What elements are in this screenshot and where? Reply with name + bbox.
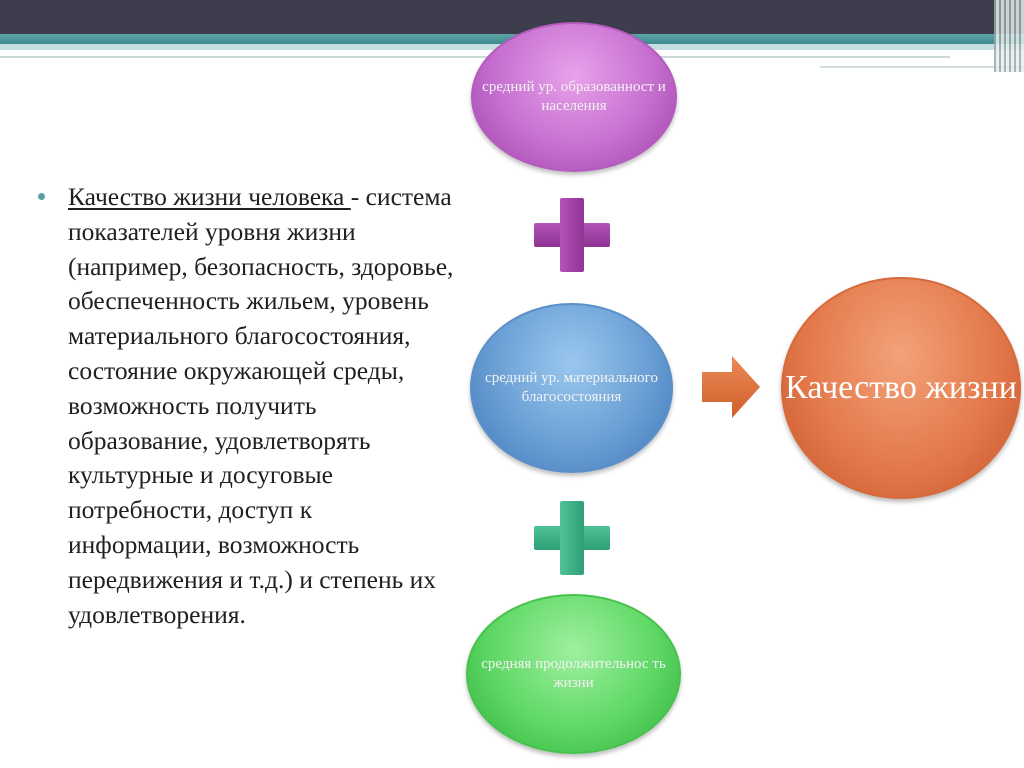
circle-education-label: средний ур. образованност и населения — [482, 79, 666, 114]
bullet-list: Качество жизни человека - система показа… — [38, 180, 458, 632]
circle-education: средний ур. образованност и населения — [471, 22, 677, 172]
term-dash: - — [350, 182, 360, 211]
circle-result-label: Качество жизни — [785, 369, 1017, 406]
arrow-right-icon — [702, 356, 760, 418]
circle-longevity: средняя продолжительнос ть жизни — [466, 594, 681, 754]
plus-icon — [534, 501, 610, 575]
header-rule-right — [820, 66, 1024, 68]
header-band-dark — [0, 0, 1024, 34]
bullet-dot-icon — [38, 193, 45, 200]
header-stripes — [994, 0, 1024, 72]
circle-longevity-label: средняя продолжительнос ть жизни — [481, 656, 666, 691]
circle-wealth: средний ур. материального благосостояния — [470, 303, 673, 473]
plus-icon — [534, 198, 610, 272]
circle-wealth-label: средний ур. материального благосостояния — [485, 370, 658, 405]
circle-quality-of-life: Качество жизни — [781, 277, 1021, 499]
bullet-item: Качество жизни человека - система показа… — [68, 180, 458, 632]
term-quality-of-life: Качество жизни человека — [68, 182, 351, 211]
header-rule — [0, 56, 950, 58]
term-definition: система показателей уровня жизни (наприм… — [68, 182, 454, 629]
